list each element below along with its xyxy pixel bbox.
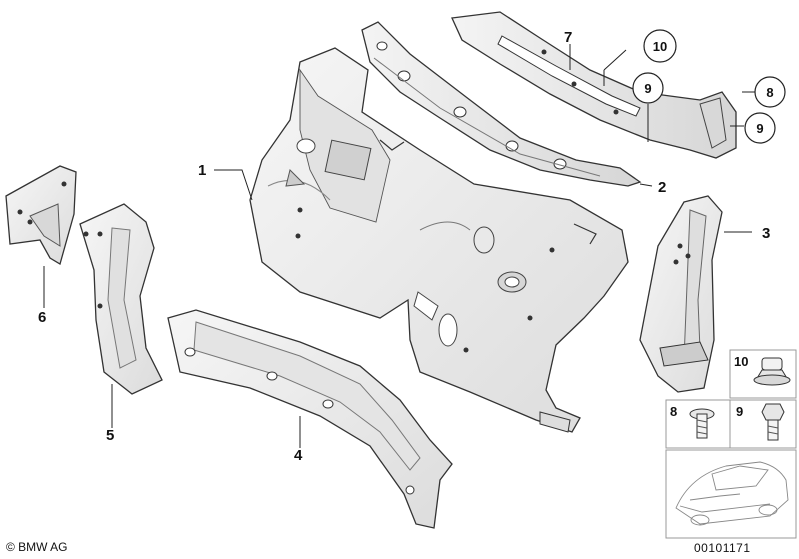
callout-7: 7 (564, 29, 572, 46)
callout-9-circle-right: 9 (744, 112, 776, 144)
bracket (5, 165, 77, 265)
callout-10-circle: 10 (643, 29, 677, 63)
callout-1: 1 (198, 162, 206, 179)
callout-8: 8 (766, 85, 773, 100)
callout-6: 6 (38, 309, 46, 326)
upper-reinforcement (451, 11, 737, 159)
right-pillar (639, 195, 723, 393)
lower-member (167, 309, 453, 529)
callout-9-right: 9 (756, 121, 763, 136)
legend-screw: 8 (665, 399, 733, 449)
legend-nut-label: 10 (734, 354, 748, 369)
callout-2: 2 (658, 179, 666, 196)
cowl-cross-member (361, 21, 642, 187)
legend-nut: 10 (729, 349, 797, 399)
callout-9-circle-top: 9 (632, 72, 664, 104)
bolt-icon (761, 403, 785, 441)
leader-lines (43, 44, 760, 448)
callout-8-circle: 8 (754, 76, 786, 108)
bulkhead-panel (249, 47, 629, 433)
car-thumbnail (665, 449, 797, 539)
screw-icon (689, 408, 715, 439)
diagram-id: 00101171 (694, 541, 751, 555)
legend-bolt: 9 (729, 399, 797, 449)
nut-icon (753, 357, 791, 386)
callout-10: 10 (653, 39, 667, 54)
legend-screw-label: 8 (670, 404, 677, 419)
callout-4: 4 (294, 447, 303, 464)
callout-9-top: 9 (644, 81, 651, 96)
legend-bolt-label: 9 (736, 404, 743, 419)
callout-5: 5 (106, 427, 114, 444)
callout-3: 3 (762, 225, 770, 242)
left-pillar (79, 203, 163, 395)
car-icon (675, 461, 789, 526)
copyright-text: © BMW AG (6, 540, 68, 554)
